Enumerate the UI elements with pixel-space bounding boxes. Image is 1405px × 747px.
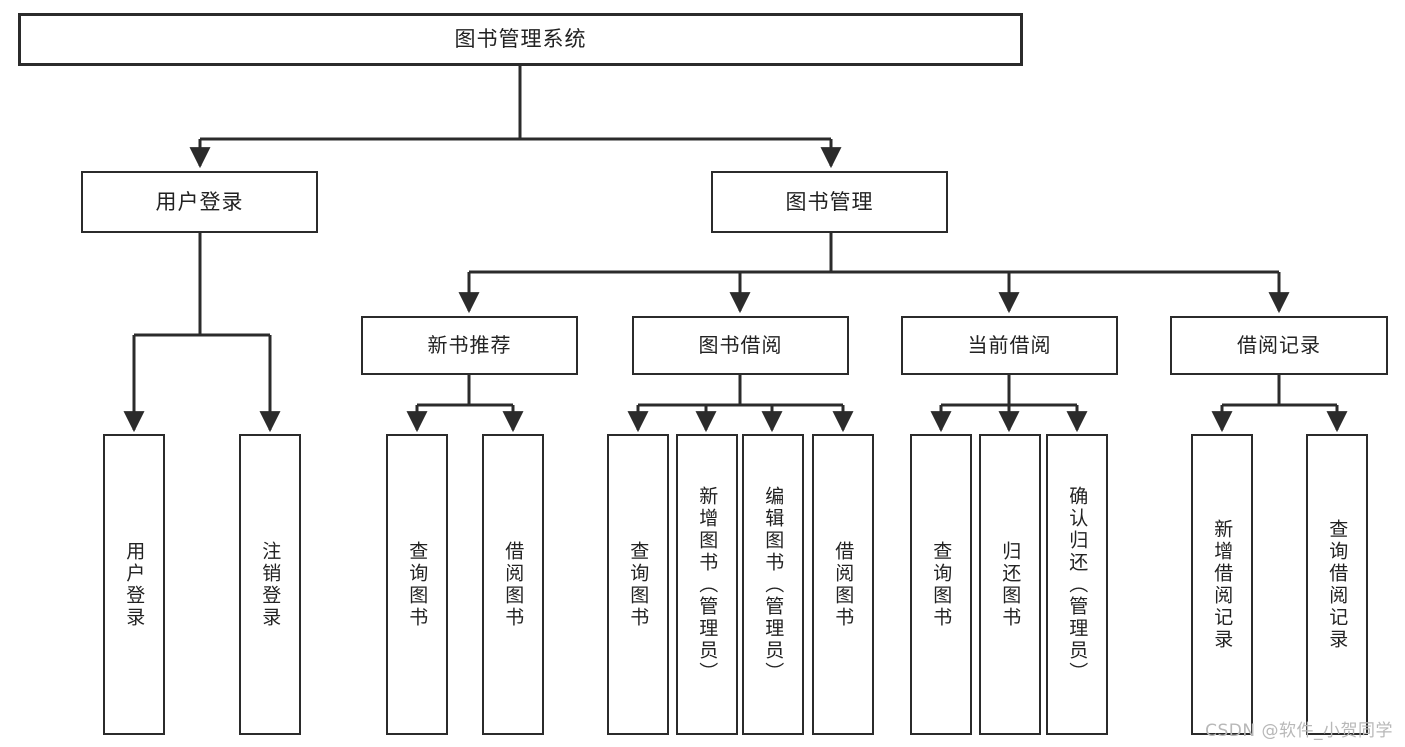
leaf-records-query-record[interactable]: 查询借阅记录 bbox=[1306, 434, 1368, 735]
watermark: CSDN @软件_小贺同学 bbox=[1205, 721, 1393, 741]
leaf-label: 编辑图书（管理员） bbox=[762, 485, 785, 684]
leaf-records-add-record[interactable]: 新增借阅记录 bbox=[1191, 434, 1253, 735]
node-root-label: 图书管理系统 bbox=[454, 27, 587, 52]
leaf-label: 注销登录 bbox=[259, 540, 282, 629]
leaf-label: 查询图书 bbox=[930, 540, 953, 629]
leaf-current-confirm-return-admin[interactable]: 确认归还（管理员） bbox=[1046, 434, 1108, 735]
leaf-user-login-signout[interactable]: 注销登录 bbox=[239, 434, 301, 735]
node-current-borrow-label: 当前借阅 bbox=[967, 333, 1052, 357]
leaf-recommend-borrow-book[interactable]: 借阅图书 bbox=[482, 434, 544, 735]
leaf-label: 新增图书（管理员） bbox=[696, 485, 719, 684]
leaf-user-login-signin[interactable]: 用户登录 bbox=[103, 434, 165, 735]
leaf-borrow-query-book[interactable]: 查询图书 bbox=[607, 434, 669, 735]
node-user-login[interactable]: 用户登录 bbox=[81, 171, 318, 233]
node-book-management[interactable]: 图书管理 bbox=[711, 171, 948, 233]
node-current-borrow[interactable]: 当前借阅 bbox=[901, 316, 1118, 375]
leaf-label: 查询图书 bbox=[406, 540, 429, 629]
leaf-label: 查询借阅记录 bbox=[1326, 518, 1349, 651]
leaf-label: 用户登录 bbox=[123, 540, 146, 629]
leaf-borrow-add-book-admin[interactable]: 新增图书（管理员） bbox=[676, 434, 738, 735]
node-user-login-label: 用户登录 bbox=[155, 189, 244, 214]
leaf-label: 查询图书 bbox=[627, 540, 650, 629]
node-book-management-label: 图书管理 bbox=[785, 189, 874, 214]
leaf-recommend-query-book[interactable]: 查询图书 bbox=[386, 434, 448, 735]
node-new-book-recommend-label: 新书推荐 bbox=[427, 333, 512, 357]
leaf-current-return-book[interactable]: 归还图书 bbox=[979, 434, 1041, 735]
node-borrow-records[interactable]: 借阅记录 bbox=[1170, 316, 1388, 375]
leaf-borrow-edit-book-admin[interactable]: 编辑图书（管理员） bbox=[742, 434, 804, 735]
leaf-label: 归还图书 bbox=[999, 540, 1022, 629]
node-book-borrow-label: 图书借阅 bbox=[698, 333, 783, 357]
leaf-current-query-book[interactable]: 查询图书 bbox=[910, 434, 972, 735]
leaf-label: 新增借阅记录 bbox=[1211, 518, 1234, 651]
node-book-borrow[interactable]: 图书借阅 bbox=[632, 316, 849, 375]
leaf-label: 借阅图书 bbox=[502, 540, 525, 629]
node-root[interactable]: 图书管理系统 bbox=[18, 13, 1023, 66]
leaf-borrow-borrow-book[interactable]: 借阅图书 bbox=[812, 434, 874, 735]
node-new-book-recommend[interactable]: 新书推荐 bbox=[361, 316, 578, 375]
leaf-label: 确认归还（管理员） bbox=[1066, 485, 1089, 684]
node-borrow-records-label: 借阅记录 bbox=[1237, 333, 1321, 357]
leaf-label: 借阅图书 bbox=[832, 540, 855, 629]
